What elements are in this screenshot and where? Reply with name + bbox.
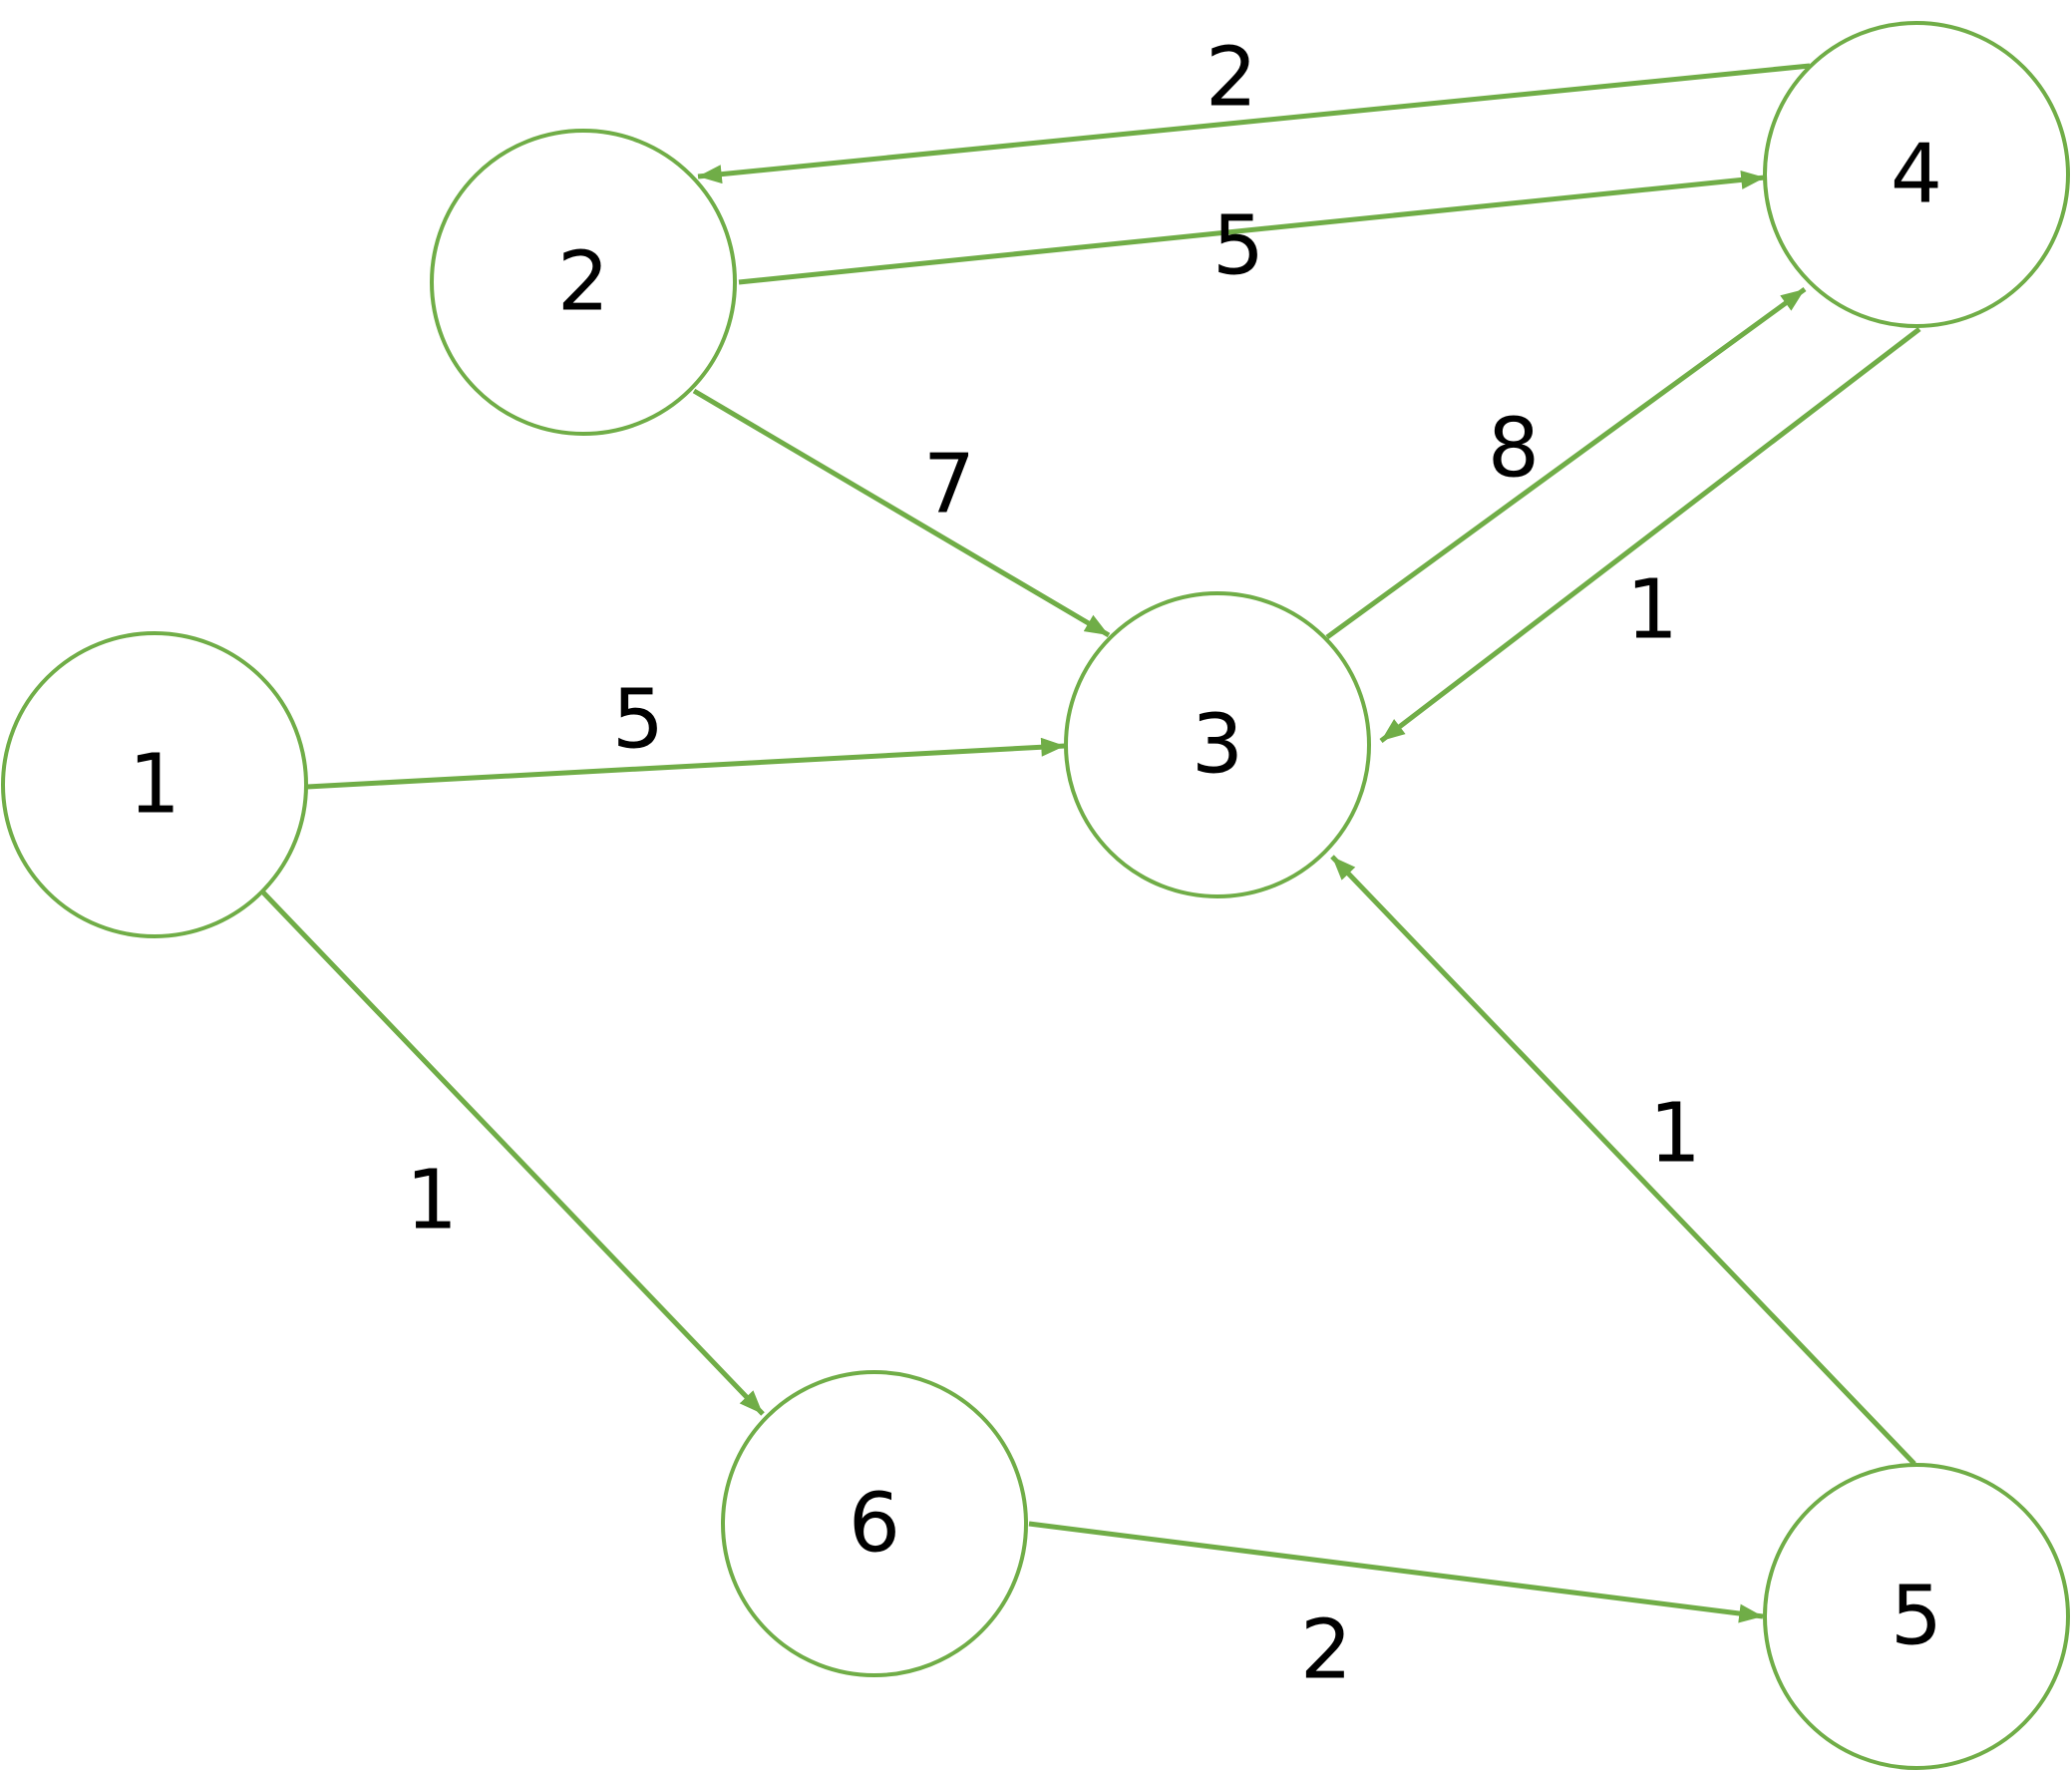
edge-2-to-3 — [692, 388, 1111, 638]
edge-3-to-4 — [1325, 286, 1807, 640]
node-6: 6 — [721, 1370, 1028, 1677]
edge-weight-6-to-5: 2 — [1300, 1603, 1352, 1698]
edge-weight-4-to-2: 2 — [1206, 31, 1257, 126]
node-4: 4 — [1763, 21, 2070, 328]
edge-weight-4-to-3: 1 — [1626, 563, 1678, 658]
node-5: 5 — [1763, 1463, 2070, 1770]
edge-weight-1-to-6: 1 — [406, 1154, 458, 1248]
edge-4-to-3 — [1379, 327, 1921, 743]
edge-5-to-3 — [1330, 855, 1916, 1466]
edge-weight-2-to-4: 5 — [1212, 199, 1264, 294]
node-6-label: 6 — [849, 1477, 900, 1572]
node-3-label: 3 — [1192, 698, 1243, 793]
edge-1-to-3 — [306, 737, 1066, 790]
edge-4-to-2 — [697, 63, 1811, 184]
node-5-label: 5 — [1891, 1570, 1942, 1664]
nodes: 1 2 3 4 5 6 — [1, 21, 2070, 1770]
edge-1-to-6 — [261, 890, 765, 1416]
node-2-label: 2 — [557, 235, 609, 330]
node-5-circle — [1763, 1463, 2070, 1770]
node-1-label: 1 — [129, 738, 180, 833]
edge-weight-3-to-4: 8 — [1488, 402, 1540, 497]
edge-6-to-5 — [1028, 1521, 1764, 1623]
node-1-circle — [1, 631, 308, 938]
edges: 2 5 7 8 1 5 1 1 2 — [261, 31, 1921, 1698]
node-3-circle — [1064, 591, 1371, 898]
edge-2-to-4 — [738, 170, 1766, 285]
node-1: 1 — [1, 631, 308, 938]
node-4-label: 4 — [1891, 128, 1942, 222]
node-2-circle — [430, 129, 737, 436]
node-6-circle — [721, 1370, 1028, 1677]
edge-weight-2-to-3: 7 — [923, 438, 975, 532]
edge-weight-5-to-3: 1 — [1649, 1087, 1701, 1182]
node-3: 3 — [1064, 591, 1371, 898]
node-2: 2 — [430, 129, 737, 436]
edge-weight-1-to-3: 5 — [612, 673, 664, 768]
node-4-circle — [1763, 21, 2070, 328]
